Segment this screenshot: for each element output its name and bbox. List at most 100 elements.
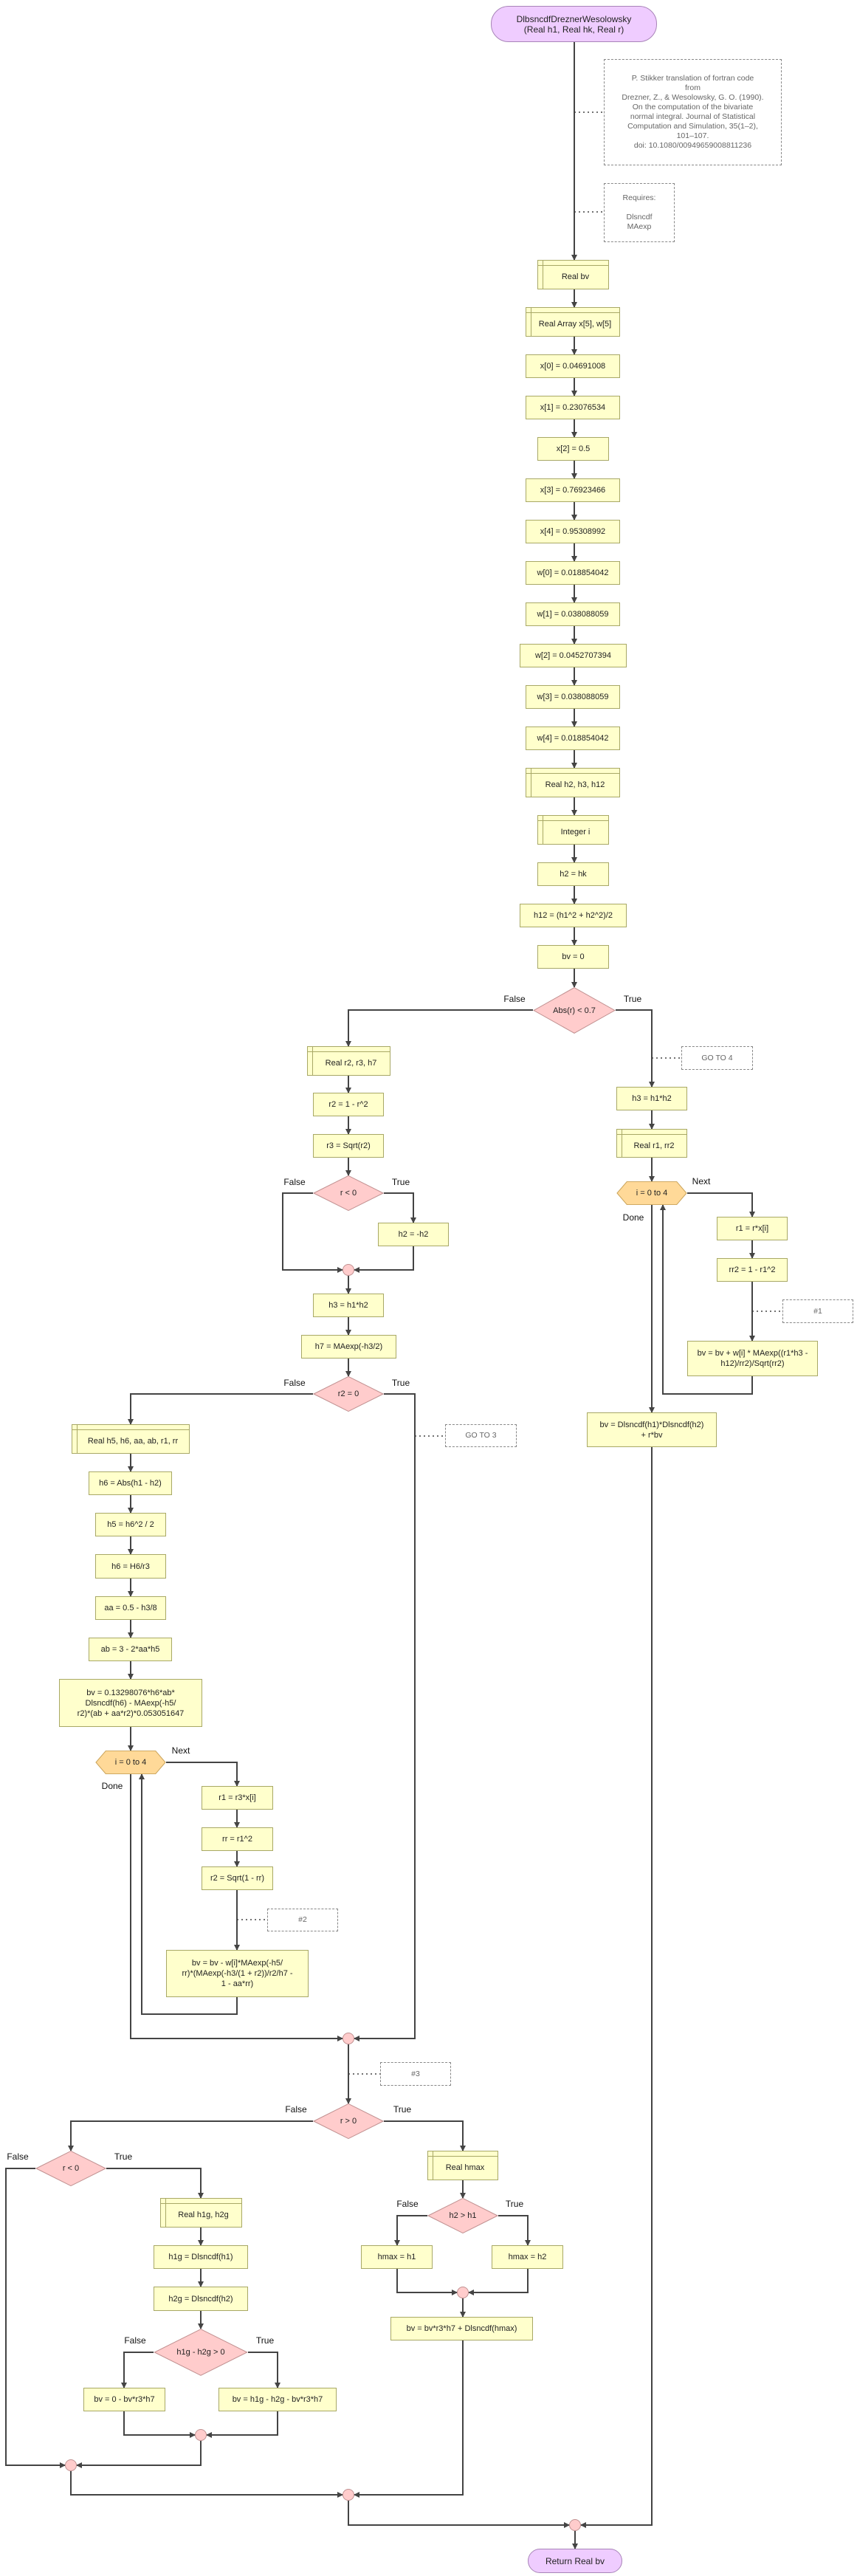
flow-arrow [396,2269,458,2295]
true-label: True [505,2199,524,2209]
decision-r-negative[interactable]: r < 0 [313,1175,384,1211]
assign-rr[interactable]: rr = r1^2 [202,1827,273,1851]
start-terminal[interactable]: DlbsncdfDreznerWesolowsky (Real h1, Real… [491,6,657,42]
return-terminal[interactable]: Return Real bv [528,2549,622,2573]
flow-arrow [345,1009,533,1047]
false-label: False [7,2151,29,2162]
assign-bv-true[interactable]: bv = h1g - h2g - bv*r3*h7 [218,2388,337,2411]
assign-r1-left[interactable]: r1 = r3*x[i] [202,1786,273,1810]
declare-r2-r3-h7[interactable]: Real r2, r3, h7 [307,1046,390,1076]
decision-label: h2 > h1 [449,2211,477,2220]
true-label: True [391,1378,410,1388]
assign-r3[interactable]: r3 = Sqrt(r2) [313,1134,384,1158]
assign-w3[interactable]: w[3] = 0.038088059 [526,685,620,709]
declare-arrays[interactable]: Real Array x[5], w[5] [526,307,620,337]
assign-w4[interactable]: w[4] = 0.018854042 [526,727,620,750]
flow-arrow [206,2411,278,2438]
assign-ab[interactable]: ab = 3 - 2*aa*h5 [89,1638,172,1661]
false-label: False [283,1177,306,1187]
assign-bv-hmax[interactable]: bv = bv*r3*h7 + Dlsncdf(hmax) [390,2317,533,2340]
assign-h7[interactable]: h7 = MAexp(-h3/2) [301,1335,396,1359]
assign-h2-neg[interactable]: h2 = -h2 [378,1223,449,1246]
flow-arrow [384,2120,466,2151]
assign-h12[interactable]: h12 = (h1^2 + h2^2)/2 [520,904,627,927]
assign-r2[interactable]: r2 = 1 - r^2 [313,1093,384,1116]
loop-right[interactable]: i = 0 to 4 [616,1181,687,1205]
assign-r2-sqrt[interactable]: r2 = Sqrt(1 - rr) [202,1866,273,1890]
goto3-note: GO TO 3 [445,1424,517,1447]
false-label: False [285,2104,307,2115]
assign-x4[interactable]: x[4] = 0.95308992 [526,520,620,543]
decision-label: h1g - h2g > 0 [176,2348,225,2357]
assign-x2[interactable]: x[2] = 0.5 [537,437,609,461]
decision-h1g-h2g[interactable]: h1g - h2g > 0 [154,2329,248,2376]
assign-h2g[interactable]: h2g = Dlsncdf(h2) [154,2287,248,2311]
assign-bv-final-right[interactable]: bv = Dlsncdf(h1)*Dlsncdf(h2) + r*bv [587,1412,717,1447]
assign-bv-loop-right[interactable]: bv = bv + w[i] * MAexp((r1*h3 - h12)/rr2… [687,1341,818,1376]
decision-label: Abs(r) < 0.7 [553,1006,596,1015]
decision-abs-r[interactable]: Abs(r) < 0.7 [533,987,616,1034]
decision-r-positive[interactable]: r > 0 [313,2103,384,2139]
flow-arrow [394,2215,427,2246]
note-1: #1 [782,1299,853,1323]
true-label: True [114,2151,133,2162]
decision-r2-zero[interactable]: r2 = 0 [313,1376,384,1412]
declare-hmax[interactable]: Real hmax [427,2151,498,2180]
declare-h1g-h2g[interactable]: Real h1g, h2g [160,2198,242,2228]
false-label: False [396,2199,419,2209]
assign-h6-div[interactable]: h6 = H6/r3 [95,1554,166,1579]
decision-label: r > 0 [340,2117,357,2126]
declare-i[interactable]: Integer i [537,815,609,845]
assign-h1g[interactable]: h1g = Dlsncdf(h1) [154,2245,248,2269]
flow-arrow [166,1762,240,1787]
assign-x0[interactable]: x[0] = 0.04691008 [526,354,620,378]
assign-bv-false[interactable]: bv = 0 - bv*r3*h7 [83,2388,165,2411]
flow-arrow [68,2120,313,2151]
assign-r1-right[interactable]: r1 = r*x[i] [717,1217,788,1240]
assign-bv0[interactable]: bv = 0 [537,945,609,969]
declare-h5-h6[interactable]: Real h5, h6, aa, ab, r1, rr [72,1424,190,1454]
merge-point [343,2489,354,2501]
decision-h2-gt-h1[interactable]: h2 > h1 [427,2198,498,2233]
assign-bv-loop-left[interactable]: bv = bv - w[i]*MAexp(-h5/ rr)*(MAexp(-h3… [166,1950,309,1997]
decision-r-negative-bottom[interactable]: r < 0 [35,2151,106,2186]
flow-arrow [687,1192,755,1217]
assign-bv-left[interactable]: bv = 0.13298076*h6*ab* Dlsncdf(h6) - MAe… [59,1679,202,1727]
assign-h3-left[interactable]: h3 = h1*h2 [313,1294,384,1317]
note-3: #3 [380,2062,451,2086]
assign-h2[interactable]: h2 = hk [537,862,609,886]
true-label: True [623,994,642,1004]
assign-aa[interactable]: aa = 0.5 - h3/8 [95,1596,166,1620]
flow-arrow [123,2411,196,2438]
declare-h[interactable]: Real h2, h3, h12 [526,768,620,797]
flow-arrow [282,1192,343,1273]
assign-h3-right[interactable]: h3 = h1*h2 [616,1087,687,1110]
assign-w0[interactable]: w[0] = 0.018854042 [526,561,620,585]
flow-arrow [354,1393,416,2041]
assign-hmax-h2[interactable]: hmax = h2 [492,2245,563,2269]
loop-label: i = 0 to 4 [636,1189,668,1198]
assign-w1[interactable]: w[1] = 0.038088059 [526,602,620,626]
assign-h6-abs[interactable]: h6 = Abs(h1 - h2) [89,1471,172,1495]
next-label: Next [692,1176,711,1186]
assign-x3[interactable]: x[3] = 0.76923466 [526,478,620,502]
flow-arrow [130,1774,343,2041]
assign-hmax-h1[interactable]: hmax = h1 [361,2245,433,2269]
declare-r1-rr2[interactable]: Real r1, rr2 [616,1129,687,1158]
assign-rr2[interactable]: rr2 = 1 - r1^2 [717,1258,788,1282]
false-label: False [283,1378,306,1388]
decision-label: r2 = 0 [337,1390,359,1398]
flow-arrow [498,2215,531,2246]
assign-w2[interactable]: w[2] = 0.0452707394 [520,644,627,667]
note-2: #2 [267,1909,338,1931]
merge-point [457,2287,469,2298]
decision-label: r < 0 [62,2164,80,2173]
assign-h5[interactable]: h5 = h6^2 / 2 [95,1513,166,1536]
flow-arrow [354,2340,464,2498]
declare-bv[interactable]: Real bv [537,260,609,289]
loop-left[interactable]: i = 0 to 4 [95,1751,166,1774]
assign-x1[interactable]: x[1] = 0.23076534 [526,396,620,419]
flow-arrow [580,1447,653,2528]
